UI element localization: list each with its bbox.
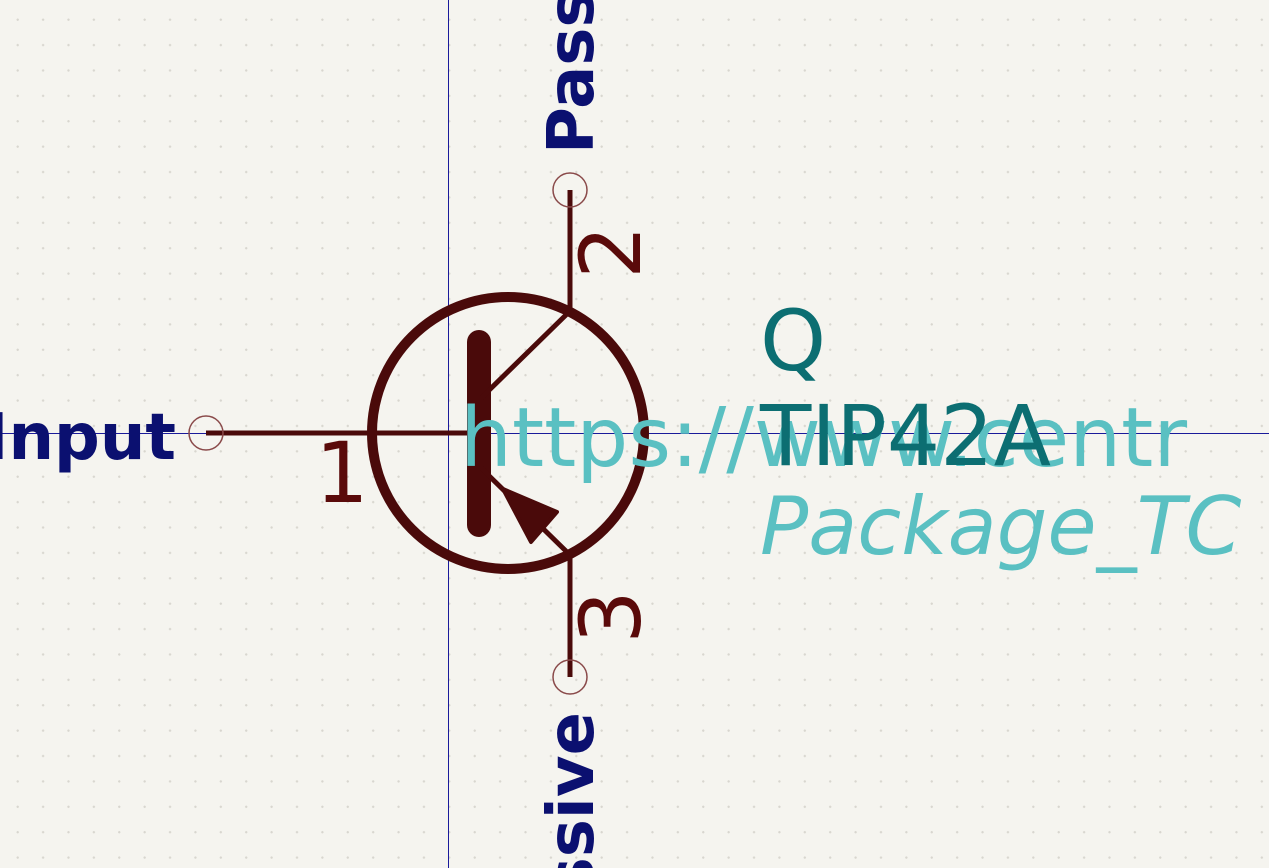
emitter-arrow-icon (501, 487, 559, 544)
component-footprint-field[interactable]: Package_TC (760, 480, 1241, 573)
pin-endpoint-circle-icon (188, 415, 224, 451)
collector-pin-type-label: Pass (535, 0, 609, 154)
base-pin-number: 1 (315, 424, 368, 522)
emitter-pin-type-label: ssive (535, 712, 609, 868)
emitter-pin-number: 3 (562, 590, 660, 643)
pin-endpoint-circle-icon (552, 172, 588, 208)
base-pin-type-label: Input (0, 401, 176, 475)
pin-endpoint-circle-icon (552, 659, 588, 695)
collector-diagonal (477, 309, 572, 402)
pin-emitter[interactable] (552, 555, 588, 695)
component-reference[interactable]: Q (760, 292, 826, 390)
collector-pin-number: 2 (562, 225, 660, 278)
pin-collector[interactable] (552, 172, 588, 311)
component-value[interactable]: TIP42A (759, 387, 1051, 485)
pin-base[interactable] (188, 415, 467, 451)
component-datasheet-field[interactable]: https://www.centr (460, 391, 1187, 486)
